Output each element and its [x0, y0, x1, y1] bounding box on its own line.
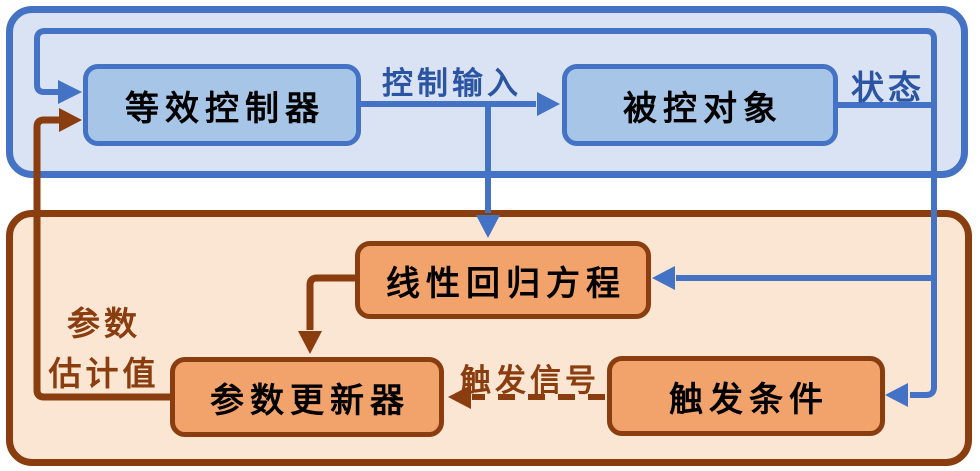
block-controlled-plant: 被控对象: [562, 64, 838, 146]
label-trigger-signal: 触发信号: [460, 363, 600, 399]
label-parameter-estimate-line1: 参数: [67, 304, 141, 343]
regression-to-updater-line: [306, 274, 356, 330]
label-state: 状态: [851, 68, 925, 107]
block-equivalent-controller-label: 等效控制器: [125, 88, 325, 129]
arrowhead-into-controller: [58, 80, 82, 104]
arrowhead-into-updater-top: [298, 331, 322, 354]
arrowhead-trigger-into-updater: [448, 385, 471, 409]
arrowhead-estimate-into-controller: [59, 108, 82, 132]
block-trigger-condition-label: 触发条件: [669, 379, 829, 420]
state-down-line: [910, 105, 937, 398]
state-loop-to-controller-line: [34, 28, 937, 105]
label-control-input: 控制输入: [382, 66, 522, 102]
arrowhead-into-regression-top: [476, 215, 500, 238]
block-equivalent-controller: 等效控制器: [83, 64, 361, 146]
block-linear-regression-label: 线性回归方程: [386, 263, 626, 304]
arrowhead-into-plant: [537, 92, 560, 116]
label-parameter-estimate: 参数 估计值: [36, 299, 172, 399]
arrowhead-into-regression-right: [652, 266, 675, 290]
label-parameter-estimate-line2: 估计值: [48, 354, 160, 393]
block-linear-regression: 线性回归方程: [355, 241, 651, 319]
block-trigger-condition: 触发条件: [607, 356, 885, 436]
parameter-estimate-line: [33, 116, 171, 401]
block-controlled-plant-label: 被控对象: [623, 88, 783, 129]
block-parameter-updater-label: 参数更新器: [210, 380, 410, 421]
block-parameter-updater: 参数更新器: [170, 357, 444, 437]
arrowhead-into-trigger-condition: [885, 383, 908, 407]
